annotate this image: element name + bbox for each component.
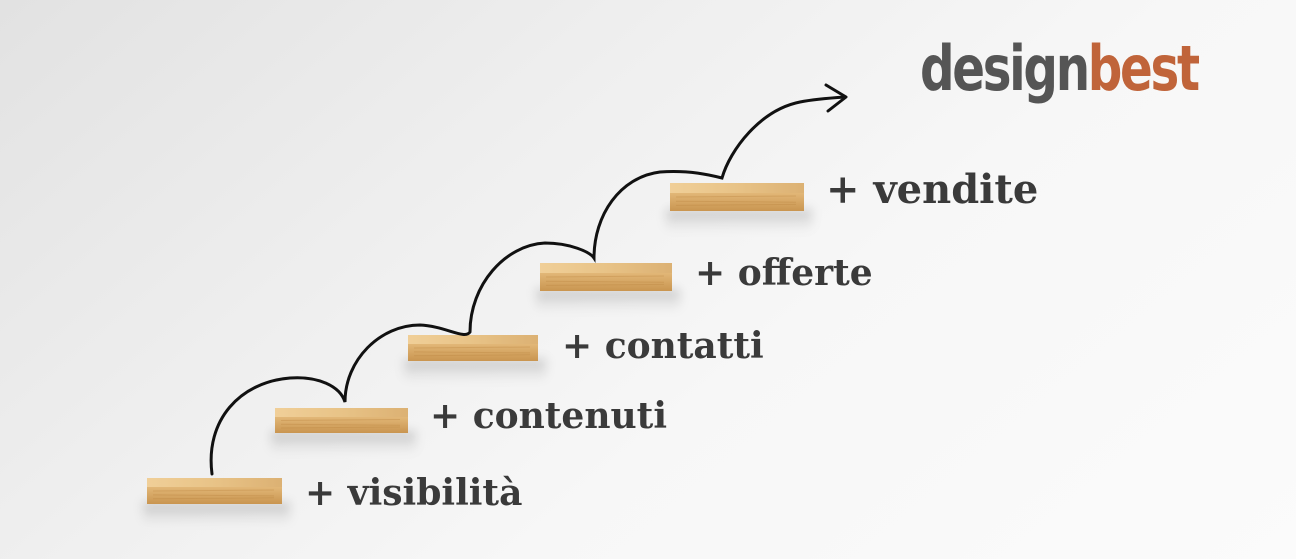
- step-front-face: [540, 273, 672, 291]
- curved-jump-arrow-icon: [209, 95, 847, 476]
- step-front-face: [275, 417, 408, 433]
- wood-grain-line: [413, 354, 531, 357]
- step-top-face: [670, 183, 804, 193]
- step-front-face: [408, 344, 538, 361]
- step-label: + vendite: [826, 166, 1039, 213]
- wood-grain-line: [675, 200, 797, 203]
- step-label: + visibilità: [305, 472, 523, 514]
- step-label: + contatti: [562, 325, 764, 367]
- wood-step-block: [404, 335, 546, 381]
- step-front-face: [670, 193, 804, 211]
- step-shadow: [536, 289, 680, 311]
- wood-grain-line: [152, 494, 275, 497]
- wood-step-block: [271, 408, 416, 453]
- wood-grain-line: [413, 351, 531, 354]
- wood-grain-line: [152, 489, 275, 492]
- wood-grain-line: [545, 280, 665, 283]
- logo-part-design: design: [920, 32, 1090, 105]
- arrow-head-icon: [824, 83, 848, 113]
- step-shadow: [143, 502, 290, 524]
- wood-grain-line: [545, 275, 665, 278]
- step-shadow: [404, 359, 546, 381]
- wood-step-block: [666, 183, 812, 231]
- wood-grain-line: [280, 426, 401, 429]
- step-top-face: [147, 478, 282, 487]
- step-front-face: [147, 487, 282, 504]
- step-shadow: [271, 431, 416, 453]
- step-top-face: [275, 408, 408, 417]
- wood-grain-line: [545, 283, 665, 286]
- step-top-face: [408, 335, 538, 344]
- wood-grain-line: [675, 195, 797, 198]
- wood-grain-line: [152, 497, 275, 500]
- wood-grain-line: [280, 419, 401, 421]
- step-top-face: [540, 263, 672, 273]
- wood-step-block: [143, 478, 290, 524]
- wood-grain-line: [675, 203, 797, 206]
- designbest-logo: designbest: [920, 38, 1200, 100]
- wood-step-block: [536, 263, 680, 311]
- step-label: + contenuti: [430, 395, 667, 437]
- step-shadow: [666, 209, 812, 231]
- wood-grain-line: [413, 346, 531, 349]
- logo-part-best: best: [1087, 32, 1200, 105]
- step-label: + offerte: [695, 252, 873, 294]
- wood-grain-line: [280, 423, 401, 426]
